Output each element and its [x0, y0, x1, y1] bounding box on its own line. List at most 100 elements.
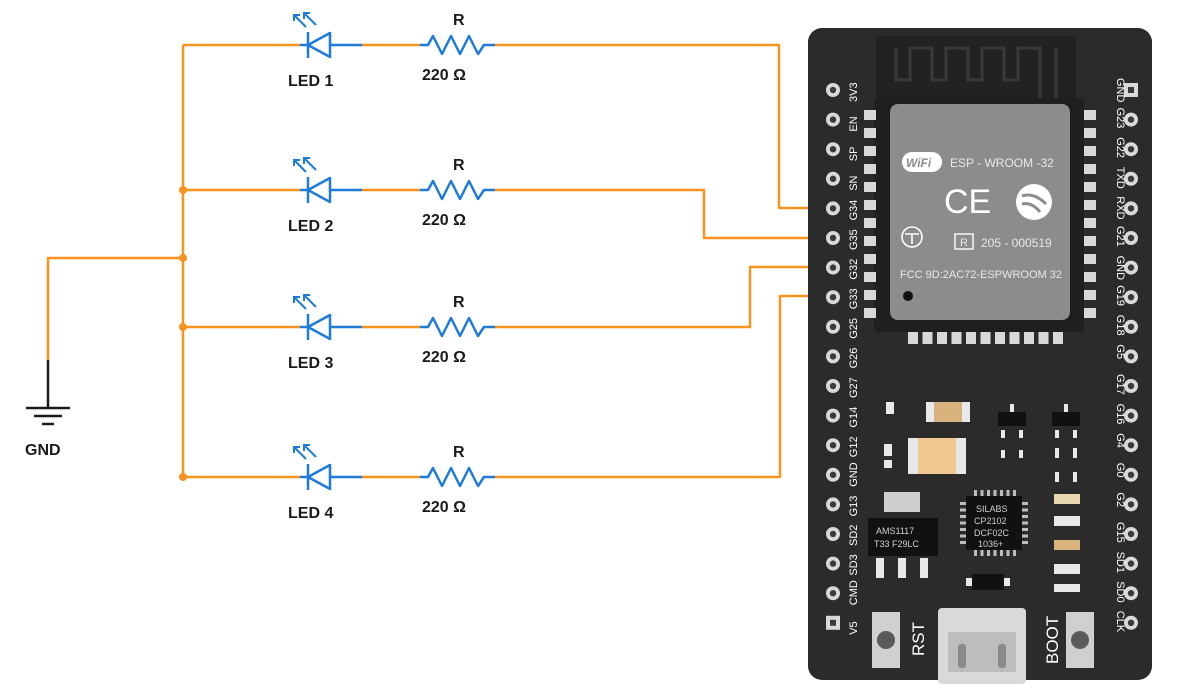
header-pin-hole	[1127, 205, 1135, 212]
led-label: LED 2	[288, 218, 333, 235]
boot-button[interactable]	[1066, 612, 1094, 668]
chip-pin	[993, 550, 997, 556]
header-pin-hole	[829, 590, 837, 597]
header-pin-hole	[829, 353, 837, 360]
reset-button-label: RST	[909, 622, 928, 656]
header-pin-hole	[1127, 146, 1135, 153]
smd-capacitor-cap	[908, 438, 918, 474]
castellation	[966, 332, 976, 344]
pin-label: GND	[1114, 256, 1126, 281]
chip-pin	[960, 515, 966, 518]
pin-label: G25	[848, 318, 860, 339]
chip-pin	[987, 490, 990, 496]
header-pin-hole	[829, 116, 837, 123]
castellation	[1084, 308, 1096, 318]
module-castellations	[908, 332, 1063, 344]
pin-label: G12	[848, 436, 860, 457]
castellation	[864, 236, 876, 246]
pin-label: SN	[848, 175, 860, 190]
header-pin-hole	[829, 471, 837, 478]
pin-label: G34	[848, 200, 860, 221]
branch-2-wire-right	[495, 188, 828, 240]
usb-uart-label-2: CP2102	[974, 516, 1007, 526]
castellation	[1084, 110, 1096, 120]
resistor-name: R	[453, 294, 465, 311]
castellation	[864, 128, 876, 138]
pin-label: G16	[1114, 404, 1126, 425]
led-label: LED 4	[288, 505, 333, 522]
resistor-value: 220 Ω	[422, 212, 466, 229]
header-pin-hole	[1127, 412, 1135, 419]
header-pin-hole	[829, 264, 837, 271]
header-pin-hole	[829, 234, 837, 242]
header-pin-hole	[829, 205, 837, 212]
led-2-icon	[292, 156, 364, 205]
reg-number: 205 - 000519	[981, 236, 1052, 250]
pin-label: SP	[848, 147, 860, 162]
header-pin-hole	[1127, 442, 1135, 449]
chip-pin	[993, 490, 997, 496]
usb-uart-label-1: SILABS	[976, 504, 1008, 514]
resistor-name: R	[453, 444, 465, 461]
castellation	[1084, 236, 1096, 246]
led-1-icon	[292, 11, 364, 60]
ground-wire	[46, 256, 183, 360]
castellation	[995, 332, 1005, 344]
header-pin-hole	[1127, 234, 1135, 242]
pin-label: TXD	[1114, 167, 1126, 189]
pin-label: G35	[848, 229, 860, 250]
chip-pin	[1022, 521, 1028, 525]
header-pin-hole	[1128, 87, 1134, 93]
pin-label: RXD	[1114, 196, 1126, 219]
resistor-name: R	[453, 157, 465, 174]
smd-part	[884, 460, 892, 468]
regulator-label-1: AMS1117	[876, 526, 914, 536]
junctions	[179, 186, 187, 481]
castellation	[1084, 254, 1096, 264]
chip-pin	[960, 508, 966, 512]
junction-dot	[179, 254, 187, 262]
pin-label: SD2	[848, 525, 860, 546]
header-pin-hole	[1127, 619, 1135, 626]
smd-capacitor	[886, 402, 894, 414]
module-name: ESP - WROOM -32	[950, 156, 1054, 170]
chip-pin	[1022, 534, 1028, 538]
usb-uart-pins	[960, 490, 1028, 556]
header-pin-hole	[1127, 353, 1135, 360]
header-pin-hole	[1127, 560, 1135, 567]
regulator-leg	[920, 558, 928, 578]
pin-label: G0	[1114, 463, 1126, 478]
chip-pin	[1013, 550, 1016, 556]
header-pin-hole	[1127, 471, 1135, 478]
header-pin-hole	[829, 530, 837, 538]
castellation	[937, 332, 947, 344]
pin1-dot	[903, 291, 913, 301]
smd-part	[1055, 448, 1059, 458]
junction-dot	[179, 323, 187, 331]
resistor-value: 220 Ω	[422, 499, 466, 516]
chip-pin	[960, 528, 966, 531]
smd-part	[1001, 450, 1005, 458]
castellation	[864, 272, 876, 282]
reset-button[interactable]	[872, 612, 900, 668]
chip-pin	[974, 550, 977, 556]
led-3-icon	[292, 293, 364, 342]
castellation	[1053, 332, 1063, 344]
castellation	[1084, 128, 1096, 138]
castellation	[922, 332, 933, 344]
transistor-icon	[998, 404, 1026, 438]
fcc-id: FCC 9D:2AC72-ESPWROOM 32	[900, 269, 1062, 281]
regulator-leg	[898, 558, 906, 578]
branch-3-wire-right	[495, 265, 828, 329]
transistor-icon	[1052, 404, 1080, 438]
pin-label: G26	[848, 348, 860, 369]
junction-dot	[179, 186, 187, 194]
regulator-label-2: T33 F29LC	[874, 539, 920, 549]
resistor-4-icon	[418, 466, 497, 488]
castellation	[864, 218, 876, 228]
pin-label: G13	[848, 496, 860, 517]
header-pin-hole	[829, 146, 837, 153]
pin-label: SD1	[1114, 552, 1126, 573]
ground-label: GND	[25, 442, 61, 459]
chip-pin	[1000, 550, 1003, 556]
